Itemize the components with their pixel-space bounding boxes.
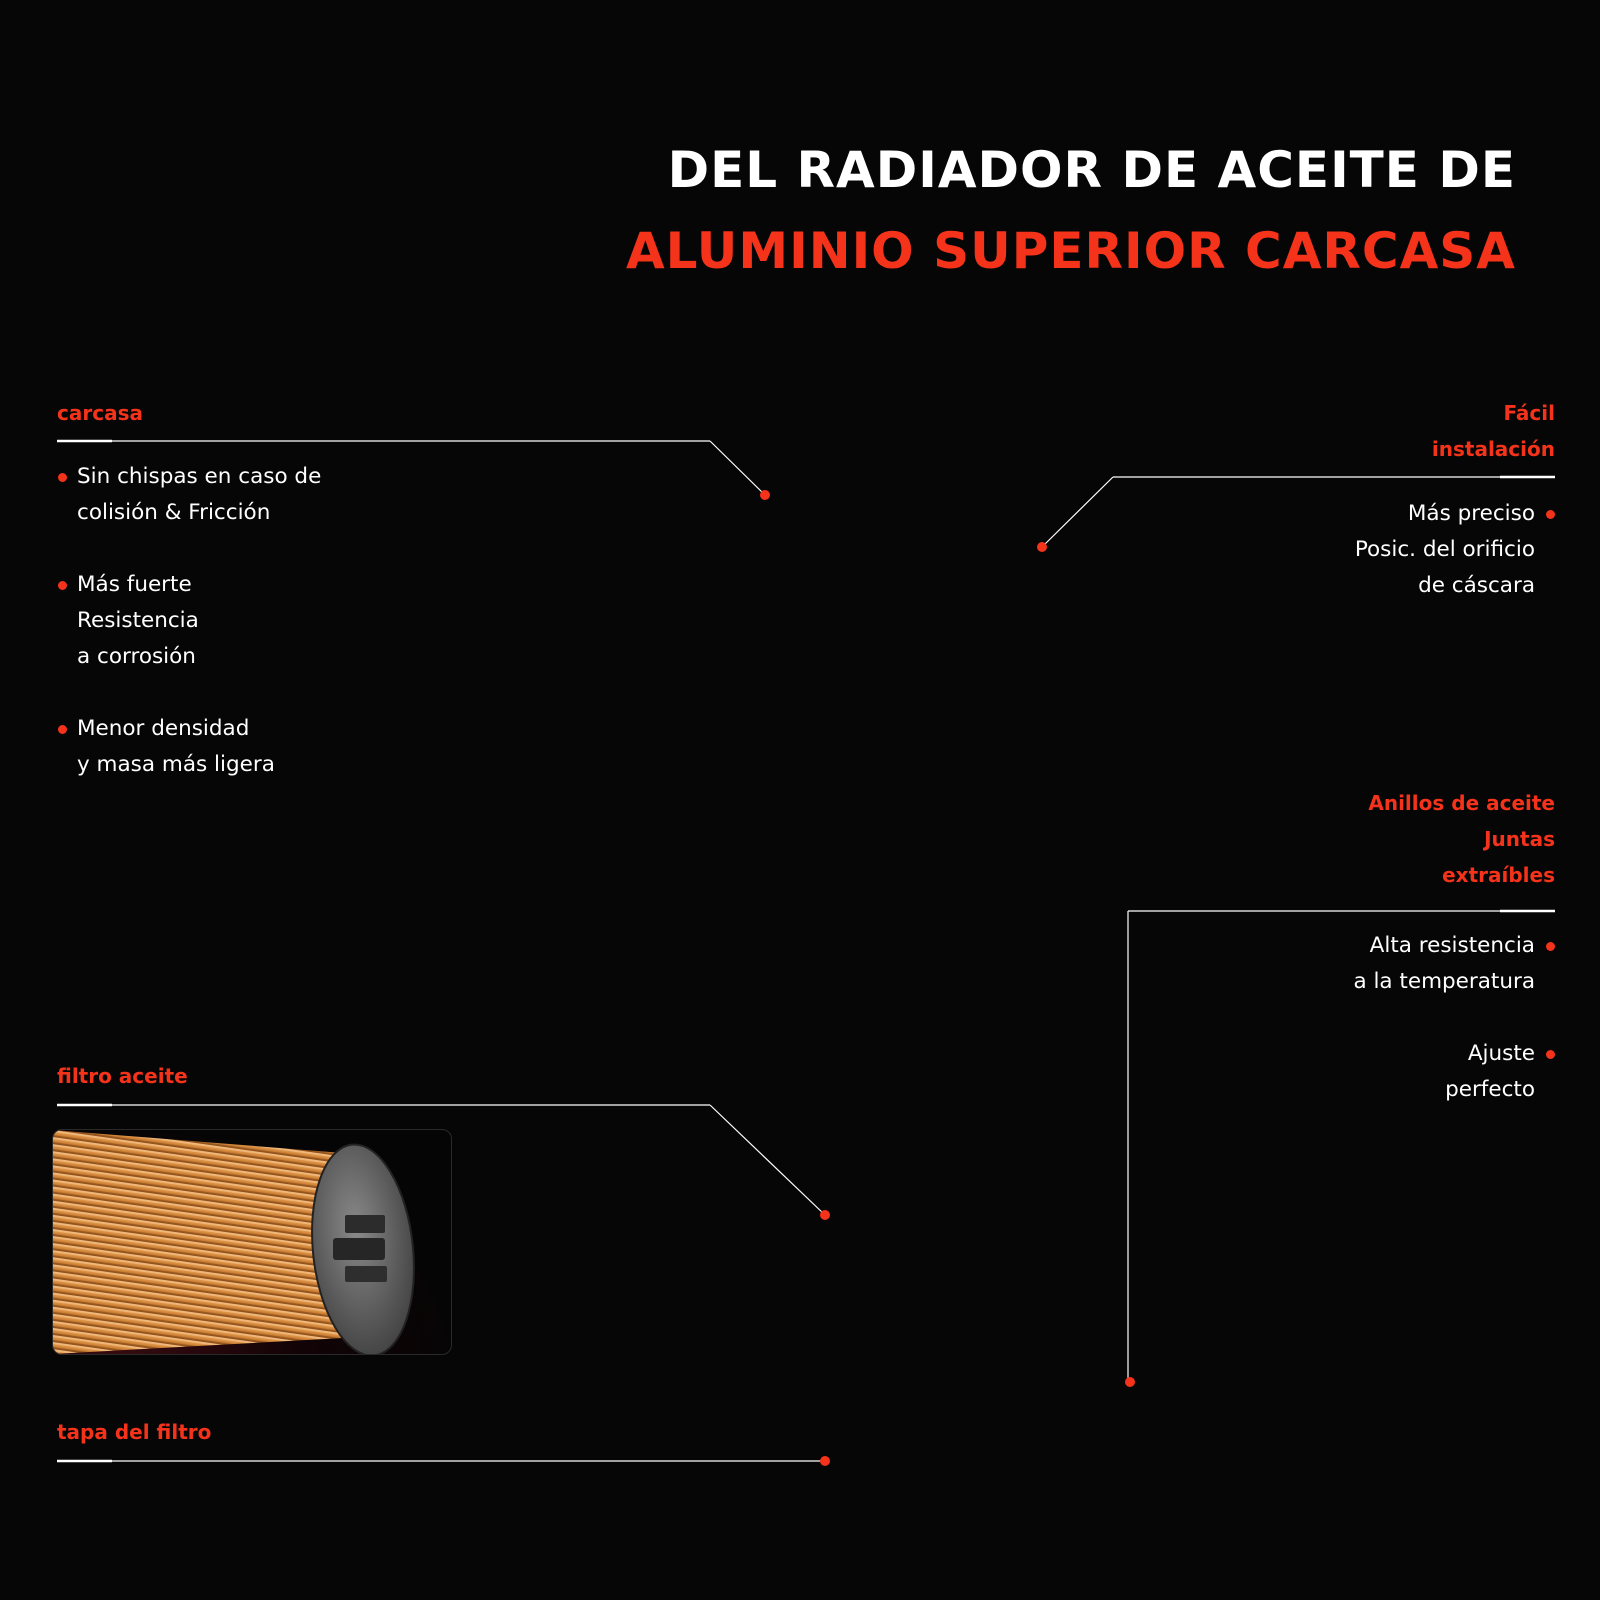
bullet-line: Alta resistencia [1369, 933, 1535, 958]
heading-tapa-filtro: tapa del filtro [57, 1420, 212, 1444]
instalacion-bullet-list: Más preciso Posic. del orificio de cásca… [1354, 496, 1556, 640]
filter-tab [333, 1238, 385, 1260]
title-line-1: DEL RADIADOR DE ACEITE DE [667, 141, 1516, 199]
heading-line: instalación [1431, 437, 1555, 461]
heading-carcasa: carcasa [57, 401, 143, 425]
carcasa-bullet-list: Sin chispas en caso de colisión & Fricci… [57, 459, 322, 819]
callout-tapa-dot [820, 1456, 830, 1466]
instalacion-bullet: Más preciso Posic. del orificio de cásca… [1354, 496, 1556, 604]
filter-pleats [53, 1130, 398, 1354]
carcasa-bullet: Más fuerte Resistencia a corrosión [57, 567, 321, 675]
heading-line: Anillos de aceite [1368, 791, 1555, 815]
bullet-line: perfecto [1445, 1077, 1535, 1102]
heading-anillos: Anillos de aceite Juntas extraíbles [1368, 785, 1555, 893]
carcasa-bullet: Sin chispas en caso de colisión & Fricci… [57, 459, 322, 531]
callout-filtro-diagonal [709, 1104, 826, 1216]
filter-tab [345, 1215, 385, 1233]
heading-line: Juntas [1484, 827, 1555, 851]
callout-filtro-dot [820, 1210, 830, 1220]
bullet-line: Ajuste [1467, 1041, 1535, 1066]
anillos-bullet: Ajuste perfecto [1353, 1036, 1555, 1108]
bullet-line: colisión & Fricción [77, 500, 271, 525]
callout-carcasa-dot [760, 490, 770, 500]
bullet-line: Posic. del orificio [1354, 537, 1535, 562]
oil-filter-illustration [53, 1130, 415, 1354]
filter-tab [345, 1266, 387, 1282]
anillos-bullet: Alta resistencia a la temperatura [1353, 928, 1555, 1000]
callout-instalacion-dot [1037, 542, 1047, 552]
bullet-line: y masa más ligera [77, 752, 275, 777]
oil-filter-image [52, 1129, 452, 1355]
anillos-bullet-list: Alta resistencia a la temperatura Ajuste… [1353, 928, 1555, 1144]
title-line-2: ALUMINIO SUPERIOR CARCASA [625, 222, 1516, 280]
heading-line: extraíbles [1442, 863, 1555, 887]
bullet-line: Sin chispas en caso de [77, 464, 322, 489]
carcasa-bullet: Menor densidad y masa más ligera [57, 711, 321, 783]
bullet-line: a corrosión [77, 644, 196, 669]
heading-filtro-aceite: filtro aceite [57, 1064, 188, 1088]
callout-anillos-dot [1125, 1377, 1135, 1387]
bullet-line: a la temperatura [1353, 969, 1535, 994]
heading-instalacion: Fácil instalación [1432, 395, 1555, 467]
bullet-line: Menor densidad [77, 716, 250, 741]
bullet-line: Resistencia [77, 608, 199, 633]
callout-carcasa-diagonal [709, 440, 766, 496]
bullet-line: de cáscara [1418, 573, 1535, 598]
bullet-line: Más fuerte [77, 572, 192, 597]
bullet-line: Más preciso [1407, 501, 1535, 526]
callout-instalacion-diagonal [1041, 476, 1114, 548]
heading-line: Fácil [1503, 401, 1555, 425]
